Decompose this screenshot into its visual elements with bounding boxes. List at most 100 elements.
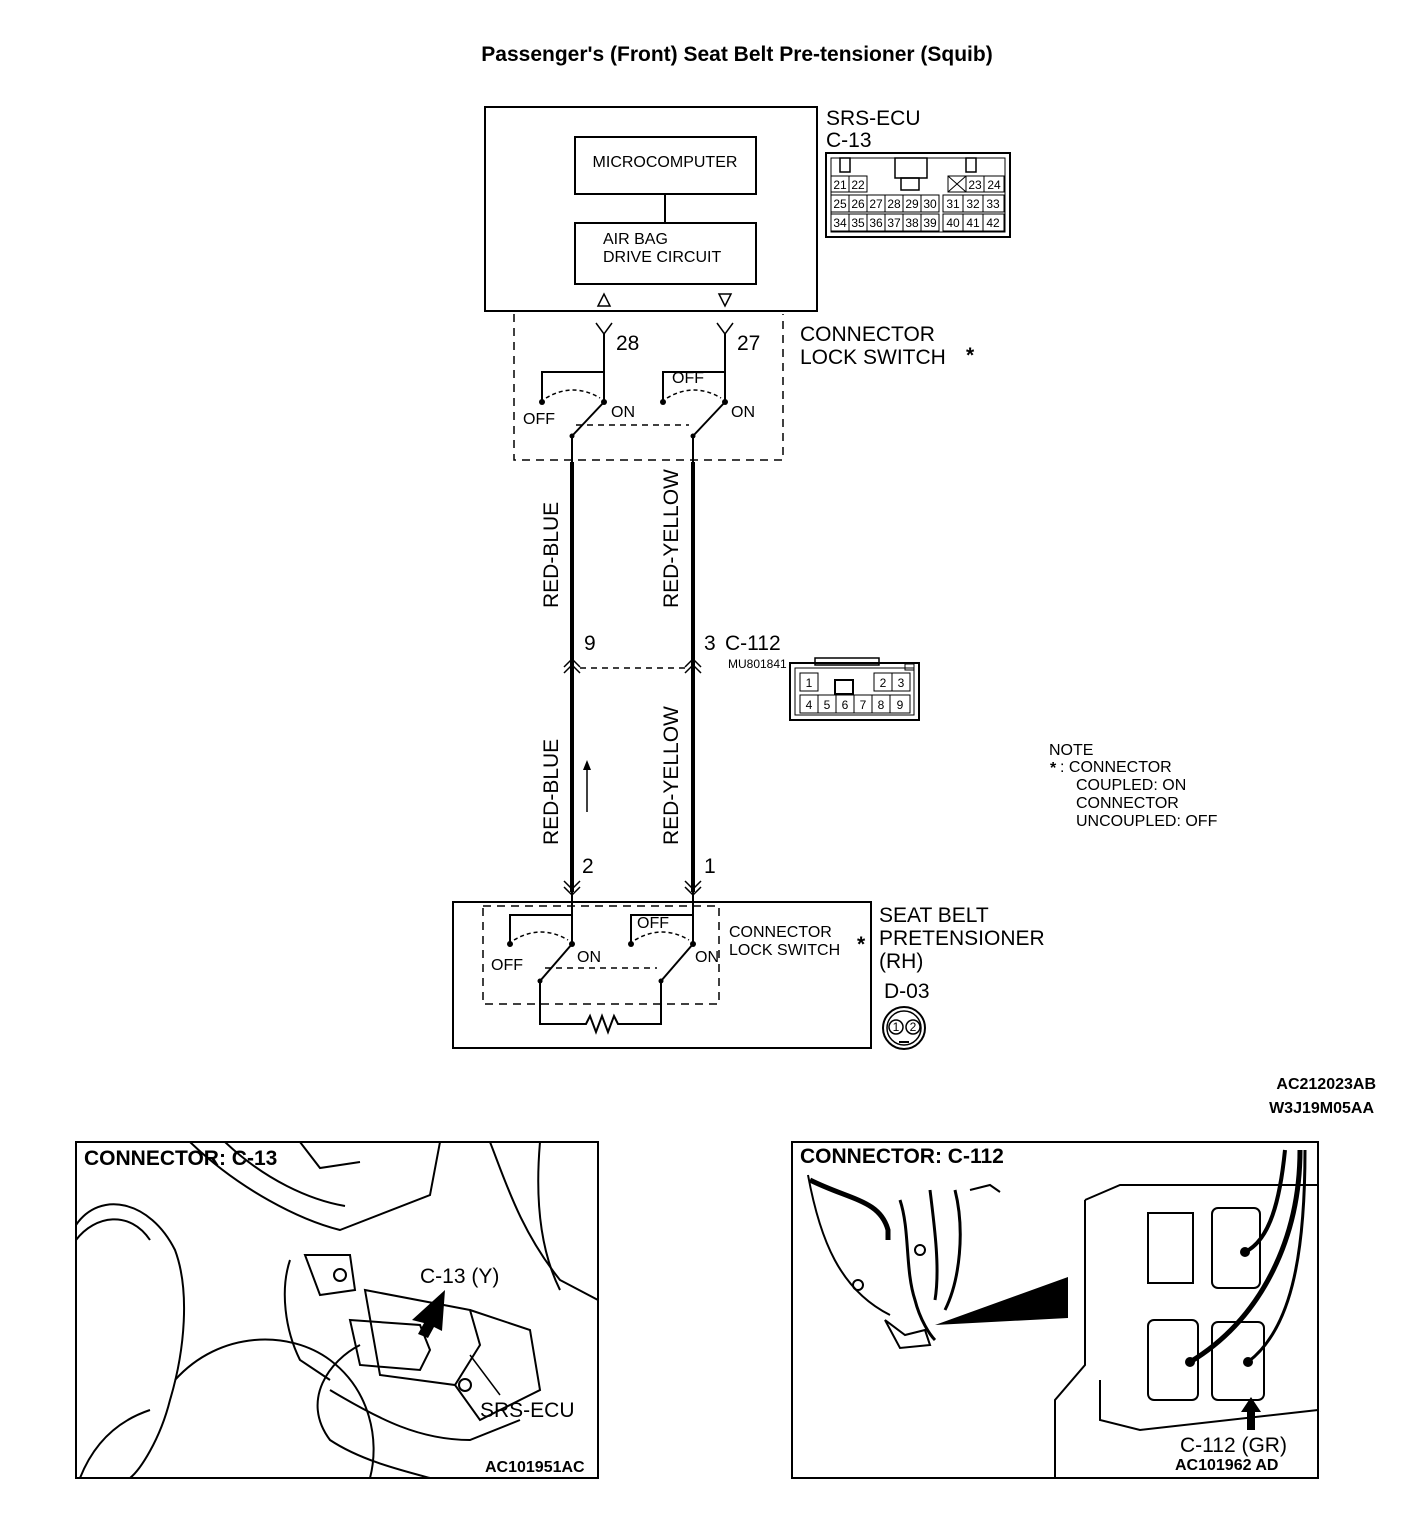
- d03-pin: 2: [910, 1020, 917, 1034]
- c112-connector-face: 1 2 3 4 5 6 7 8 9: [789, 657, 920, 721]
- pin-9: 9: [584, 632, 596, 655]
- c112-location-illustration: [807, 1149, 1319, 1478]
- panel-c112-heading: CONNECTOR: C-112: [800, 1145, 1004, 1168]
- c112-pin: 3: [898, 676, 905, 690]
- switch-off-label: OFF: [672, 370, 704, 387]
- c13-callout-label: C-13 (Y): [420, 1265, 499, 1288]
- ecu-name: SRS-ECU: [826, 107, 921, 130]
- ecu-connector-id: C-13: [826, 129, 872, 152]
- panel-c112-code: AC101962 AD: [1175, 1457, 1278, 1474]
- c13-bottom-row: 34 35 36 37 38 39 40 41 42: [830, 213, 1005, 232]
- c13-pin: 26: [851, 197, 865, 211]
- c13-pin: 21: [833, 178, 847, 192]
- squib-resistor: [539, 981, 662, 1035]
- c13-pin: 34: [833, 216, 847, 230]
- c13-pin: 37: [887, 216, 901, 230]
- c13-pin: 40: [946, 216, 960, 230]
- c13-location-illustration: [75, 1141, 599, 1479]
- switch-on-label: ON: [577, 949, 601, 966]
- panel-connector-c13: [75, 1141, 599, 1479]
- c112-pin: 6: [842, 698, 849, 712]
- drive-circuit-box: [574, 222, 757, 285]
- c112-pin: 5: [824, 698, 831, 712]
- c13-pin: 42: [986, 216, 1000, 230]
- drive-circuit-label-1: AIR BAG: [603, 231, 668, 248]
- note-block: NOTE * : CONNECTOR COUPLED: ON CONNECTOR…: [1049, 742, 1218, 830]
- panel-connector-c112: [791, 1141, 1319, 1479]
- pin-27: 27: [737, 332, 760, 355]
- diagram-title: Passenger's (Front) Seat Belt Pre-tensio…: [481, 43, 992, 66]
- c13-pin: 30: [923, 197, 937, 211]
- c112-pin: 1: [806, 676, 813, 690]
- microcomputer-label: MICROCOMPUTER: [593, 154, 738, 171]
- reference-code-2: W3J19M05AA: [1269, 1100, 1374, 1117]
- pretensioner-lock-switch-label-1: CONNECTOR: [729, 924, 832, 941]
- c13-callout-arrow: [412, 1290, 445, 1338]
- pretensioner-block: [452, 892, 872, 1049]
- note-line-2: COUPLED: ON: [1076, 777, 1186, 794]
- c13-mid-row: 25 26 27 28 29 30 31 32 33: [830, 194, 1005, 213]
- top-lock-switch-label-2: LOCK SWITCH: [800, 346, 946, 369]
- c13-pin: 41: [966, 216, 980, 230]
- wire-color-left-lower: RED-BLUE: [540, 739, 563, 845]
- c13-pin: 23: [968, 178, 982, 192]
- c112-part-number: MU801841: [728, 657, 787, 671]
- note-line-3: CONNECTOR: [1076, 795, 1179, 812]
- c112-pin: 8: [878, 698, 885, 712]
- note-line-1: : CONNECTOR: [1060, 759, 1172, 776]
- pin-2: 2: [582, 855, 594, 878]
- c13-pin: 22: [851, 178, 865, 192]
- c13-srs-ecu-label: SRS-ECU: [480, 1399, 575, 1422]
- switch-on-label: ON: [611, 404, 635, 421]
- switch-off-label: OFF: [491, 957, 523, 974]
- output-triangle-up: [596, 292, 612, 307]
- c13-pin: 33: [986, 197, 1000, 211]
- c112-pin: 4: [806, 698, 813, 712]
- pretensioner-name-2: PRETENSIONER: [879, 927, 1045, 950]
- c13-connector-face: 21 22 23 24 25 26 27 28 29 30 31 32: [825, 152, 1011, 238]
- pretensioner-connector-id: D-03: [884, 980, 930, 1003]
- pretensioner-name-1: SEAT BELT: [879, 904, 989, 927]
- wire-color-right-lower: RED-YELLOW: [660, 706, 683, 845]
- wire-color-left-upper: RED-BLUE: [540, 502, 563, 608]
- c112-connector-id: C-112: [725, 632, 781, 655]
- c112-callout-label: C-112 (GR): [1180, 1434, 1287, 1457]
- top-lock-switch-star: *: [966, 344, 975, 367]
- output-triangle-down: [717, 293, 733, 308]
- top-lock-switch: [513, 314, 784, 462]
- srs-ecu-block: MICROCOMPUTER AIR BAG DRIVE CIRCUIT: [484, 106, 818, 312]
- d03-connector-face: 1 2: [882, 1006, 926, 1050]
- note-star: *: [1050, 760, 1057, 777]
- switch-on-label: ON: [731, 404, 755, 421]
- pretensioner-lock-switch-star: *: [857, 933, 866, 956]
- note-line-4: UNCOUPLED: OFF: [1076, 813, 1218, 830]
- pin-1: 1: [704, 855, 716, 878]
- reference-code-1: AC212023AB: [1276, 1076, 1376, 1093]
- top-lock-switch-label-1: CONNECTOR: [800, 323, 935, 346]
- c112-pin: 7: [860, 698, 867, 712]
- panel-c13-code: AC101951AC: [485, 1459, 585, 1476]
- c13-pin: 28: [887, 197, 901, 211]
- pretensioner-lock-switch-label-2: LOCK SWITCH: [729, 942, 840, 959]
- pretensioner-name-3: (RH): [879, 950, 923, 973]
- c13-pin: 32: [966, 197, 980, 211]
- switch-on-label: ON: [695, 949, 719, 966]
- c13-pin: 27: [869, 197, 883, 211]
- drive-circuit-label-2: DRIVE CIRCUIT: [603, 249, 721, 266]
- note-heading: NOTE: [1049, 742, 1093, 759]
- c112-pin: 9: [897, 698, 904, 712]
- c13-pin: 25: [833, 197, 847, 211]
- pin-28: 28: [616, 332, 639, 355]
- c13-pin: 39: [923, 216, 937, 230]
- c13-pin: 38: [905, 216, 919, 230]
- d03-pin: 1: [893, 1020, 900, 1034]
- c13-pin: 36: [869, 216, 883, 230]
- c112-pin: 2: [880, 676, 887, 690]
- c13-pin: 31: [946, 197, 960, 211]
- wire-color-right-upper: RED-YELLOW: [660, 469, 683, 608]
- pin-3: 3: [704, 632, 716, 655]
- c13-pin: 35: [851, 216, 865, 230]
- switch-off-label: OFF: [637, 915, 669, 932]
- c13-pin: 24: [987, 178, 1001, 192]
